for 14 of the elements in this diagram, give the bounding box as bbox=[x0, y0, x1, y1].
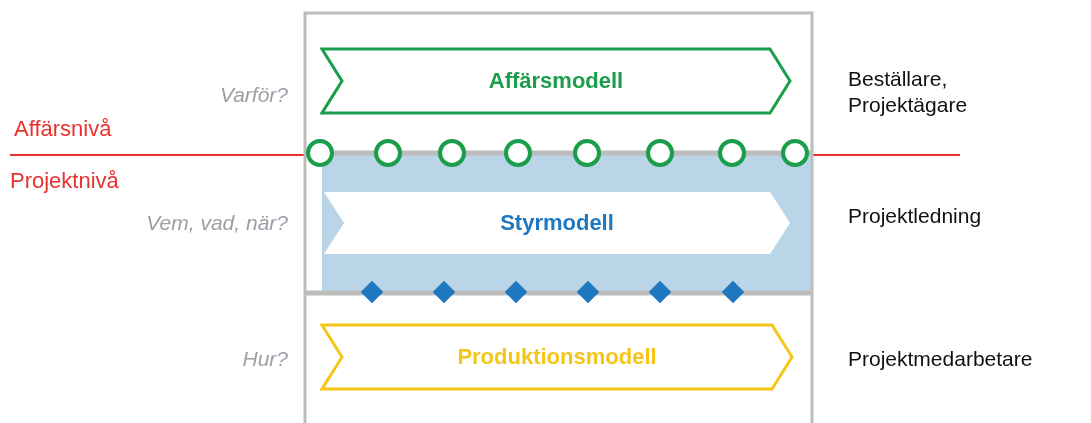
question-text: Hur? bbox=[242, 346, 288, 372]
role-text: Projektmedarbetare bbox=[848, 346, 1033, 372]
question-text: Vem, vad, när? bbox=[146, 210, 288, 236]
process-chevron bbox=[320, 47, 792, 115]
process-chevron bbox=[320, 323, 794, 391]
process-chevron bbox=[322, 190, 792, 256]
role-text: Beställare, Projektägare bbox=[848, 66, 969, 118]
model-name: Styrmodell bbox=[499, 210, 615, 236]
model-name: Affärsmodell bbox=[487, 68, 625, 94]
role-text: Projektledning bbox=[848, 203, 982, 229]
level-text: Affärsnivå bbox=[14, 116, 112, 142]
level-text: Projektnivå bbox=[10, 168, 119, 194]
model-name: Produktionsmodell bbox=[456, 344, 658, 370]
question-text: Varför? bbox=[219, 82, 288, 108]
